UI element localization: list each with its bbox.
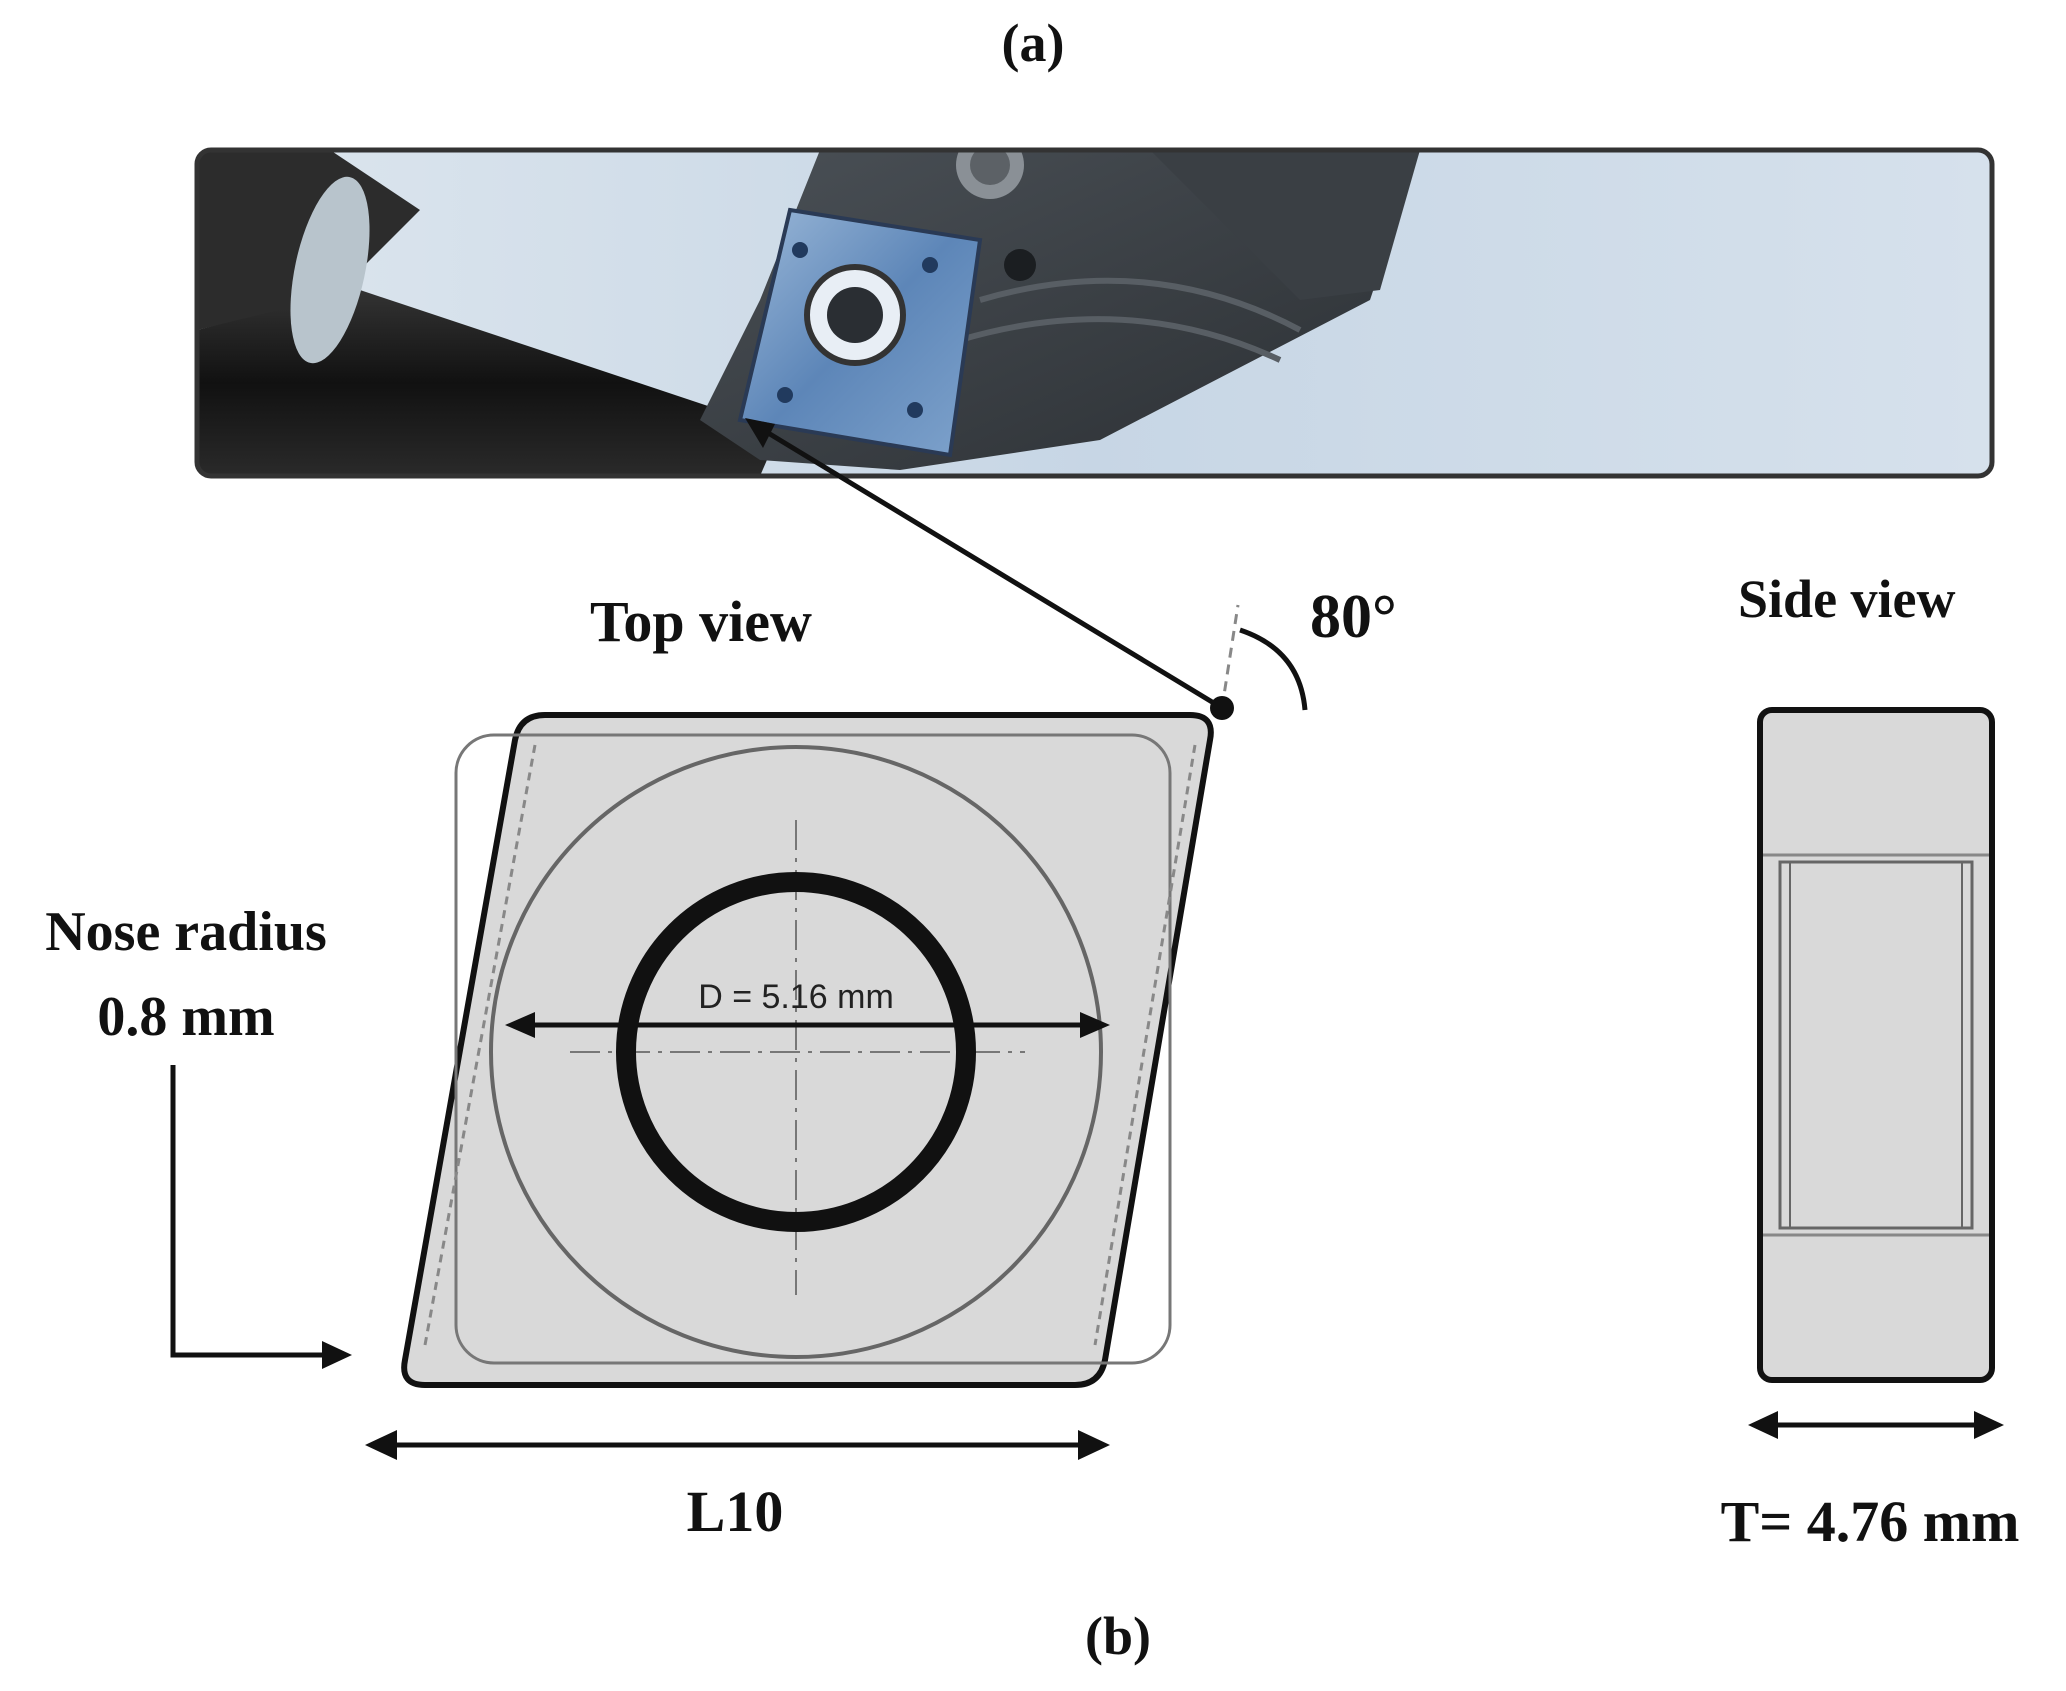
nose-radius-pointer (170, 1065, 352, 1369)
nose-radius-label: Nose radius (45, 901, 327, 963)
side-view-title: Side view (1738, 569, 1956, 629)
pointer-leader-line (745, 418, 1224, 711)
photo-frame (194, 147, 1995, 479)
insert-side-view (1757, 707, 1995, 1383)
thickness-dimension-arrow (1748, 1411, 2004, 1439)
panel-b-label: (b) (1085, 1606, 1151, 1666)
hole-diameter-label: D = 5.16 mm (698, 978, 894, 1016)
length-dimension-arrow (365, 1430, 1110, 1460)
nose-radius-value: 0.8 mm (97, 986, 275, 1048)
angle-label: 80° (1310, 583, 1397, 651)
machining-photo (197, 150, 1992, 476)
thickness-label: T= 4.76 mm (1720, 1489, 2020, 1554)
angle-marker (1210, 604, 1308, 720)
top-view-title: Top view (590, 589, 812, 654)
panel-a-label: (a) (1001, 13, 1065, 73)
insert-top-view (401, 712, 1214, 1388)
length-label: L10 (686, 1479, 784, 1544)
